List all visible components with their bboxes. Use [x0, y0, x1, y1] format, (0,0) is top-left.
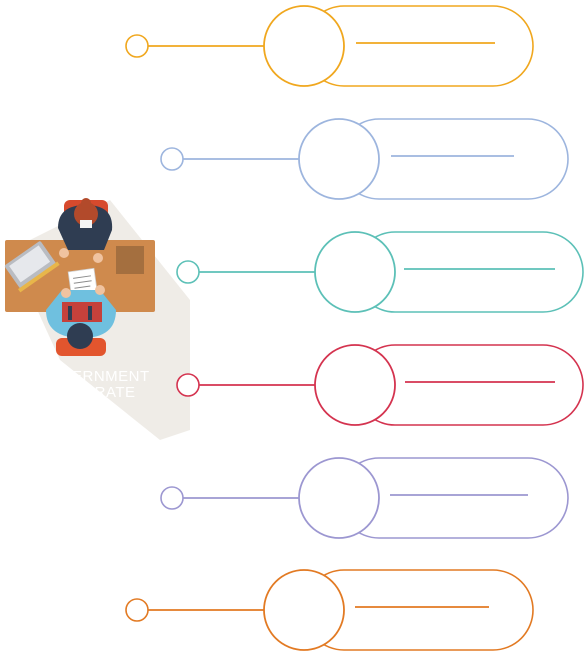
step-dot — [176, 373, 200, 397]
timeline-row-4 — [176, 344, 584, 426]
timeline-row-2 — [160, 118, 569, 200]
step-dot — [176, 260, 200, 284]
step-dot — [125, 34, 149, 58]
step-icon-circle — [314, 231, 396, 313]
timeline-row-5 — [160, 457, 569, 539]
step-icon-circle — [298, 457, 380, 539]
step-dot — [160, 486, 184, 510]
step-icon-circle — [314, 344, 396, 426]
step-icon-circle — [263, 569, 345, 651]
step-icon-circle — [298, 118, 380, 200]
step-icon-circle — [263, 5, 345, 87]
meeting-illustration — [4, 198, 190, 440]
caption-line-2: PORATE — [72, 384, 136, 401]
caption-line-1: ERNMENT — [72, 368, 150, 385]
timeline-row-3 — [176, 231, 584, 313]
timeline-row-6 — [125, 569, 534, 651]
timeline-row-1 — [125, 5, 534, 87]
timeline-rows — [125, 5, 584, 651]
desk-box — [116, 246, 144, 274]
step-dot — [125, 598, 149, 622]
laptop — [4, 241, 60, 293]
step-dot — [160, 147, 184, 171]
bottom-person — [46, 285, 116, 356]
top-person — [58, 198, 113, 263]
